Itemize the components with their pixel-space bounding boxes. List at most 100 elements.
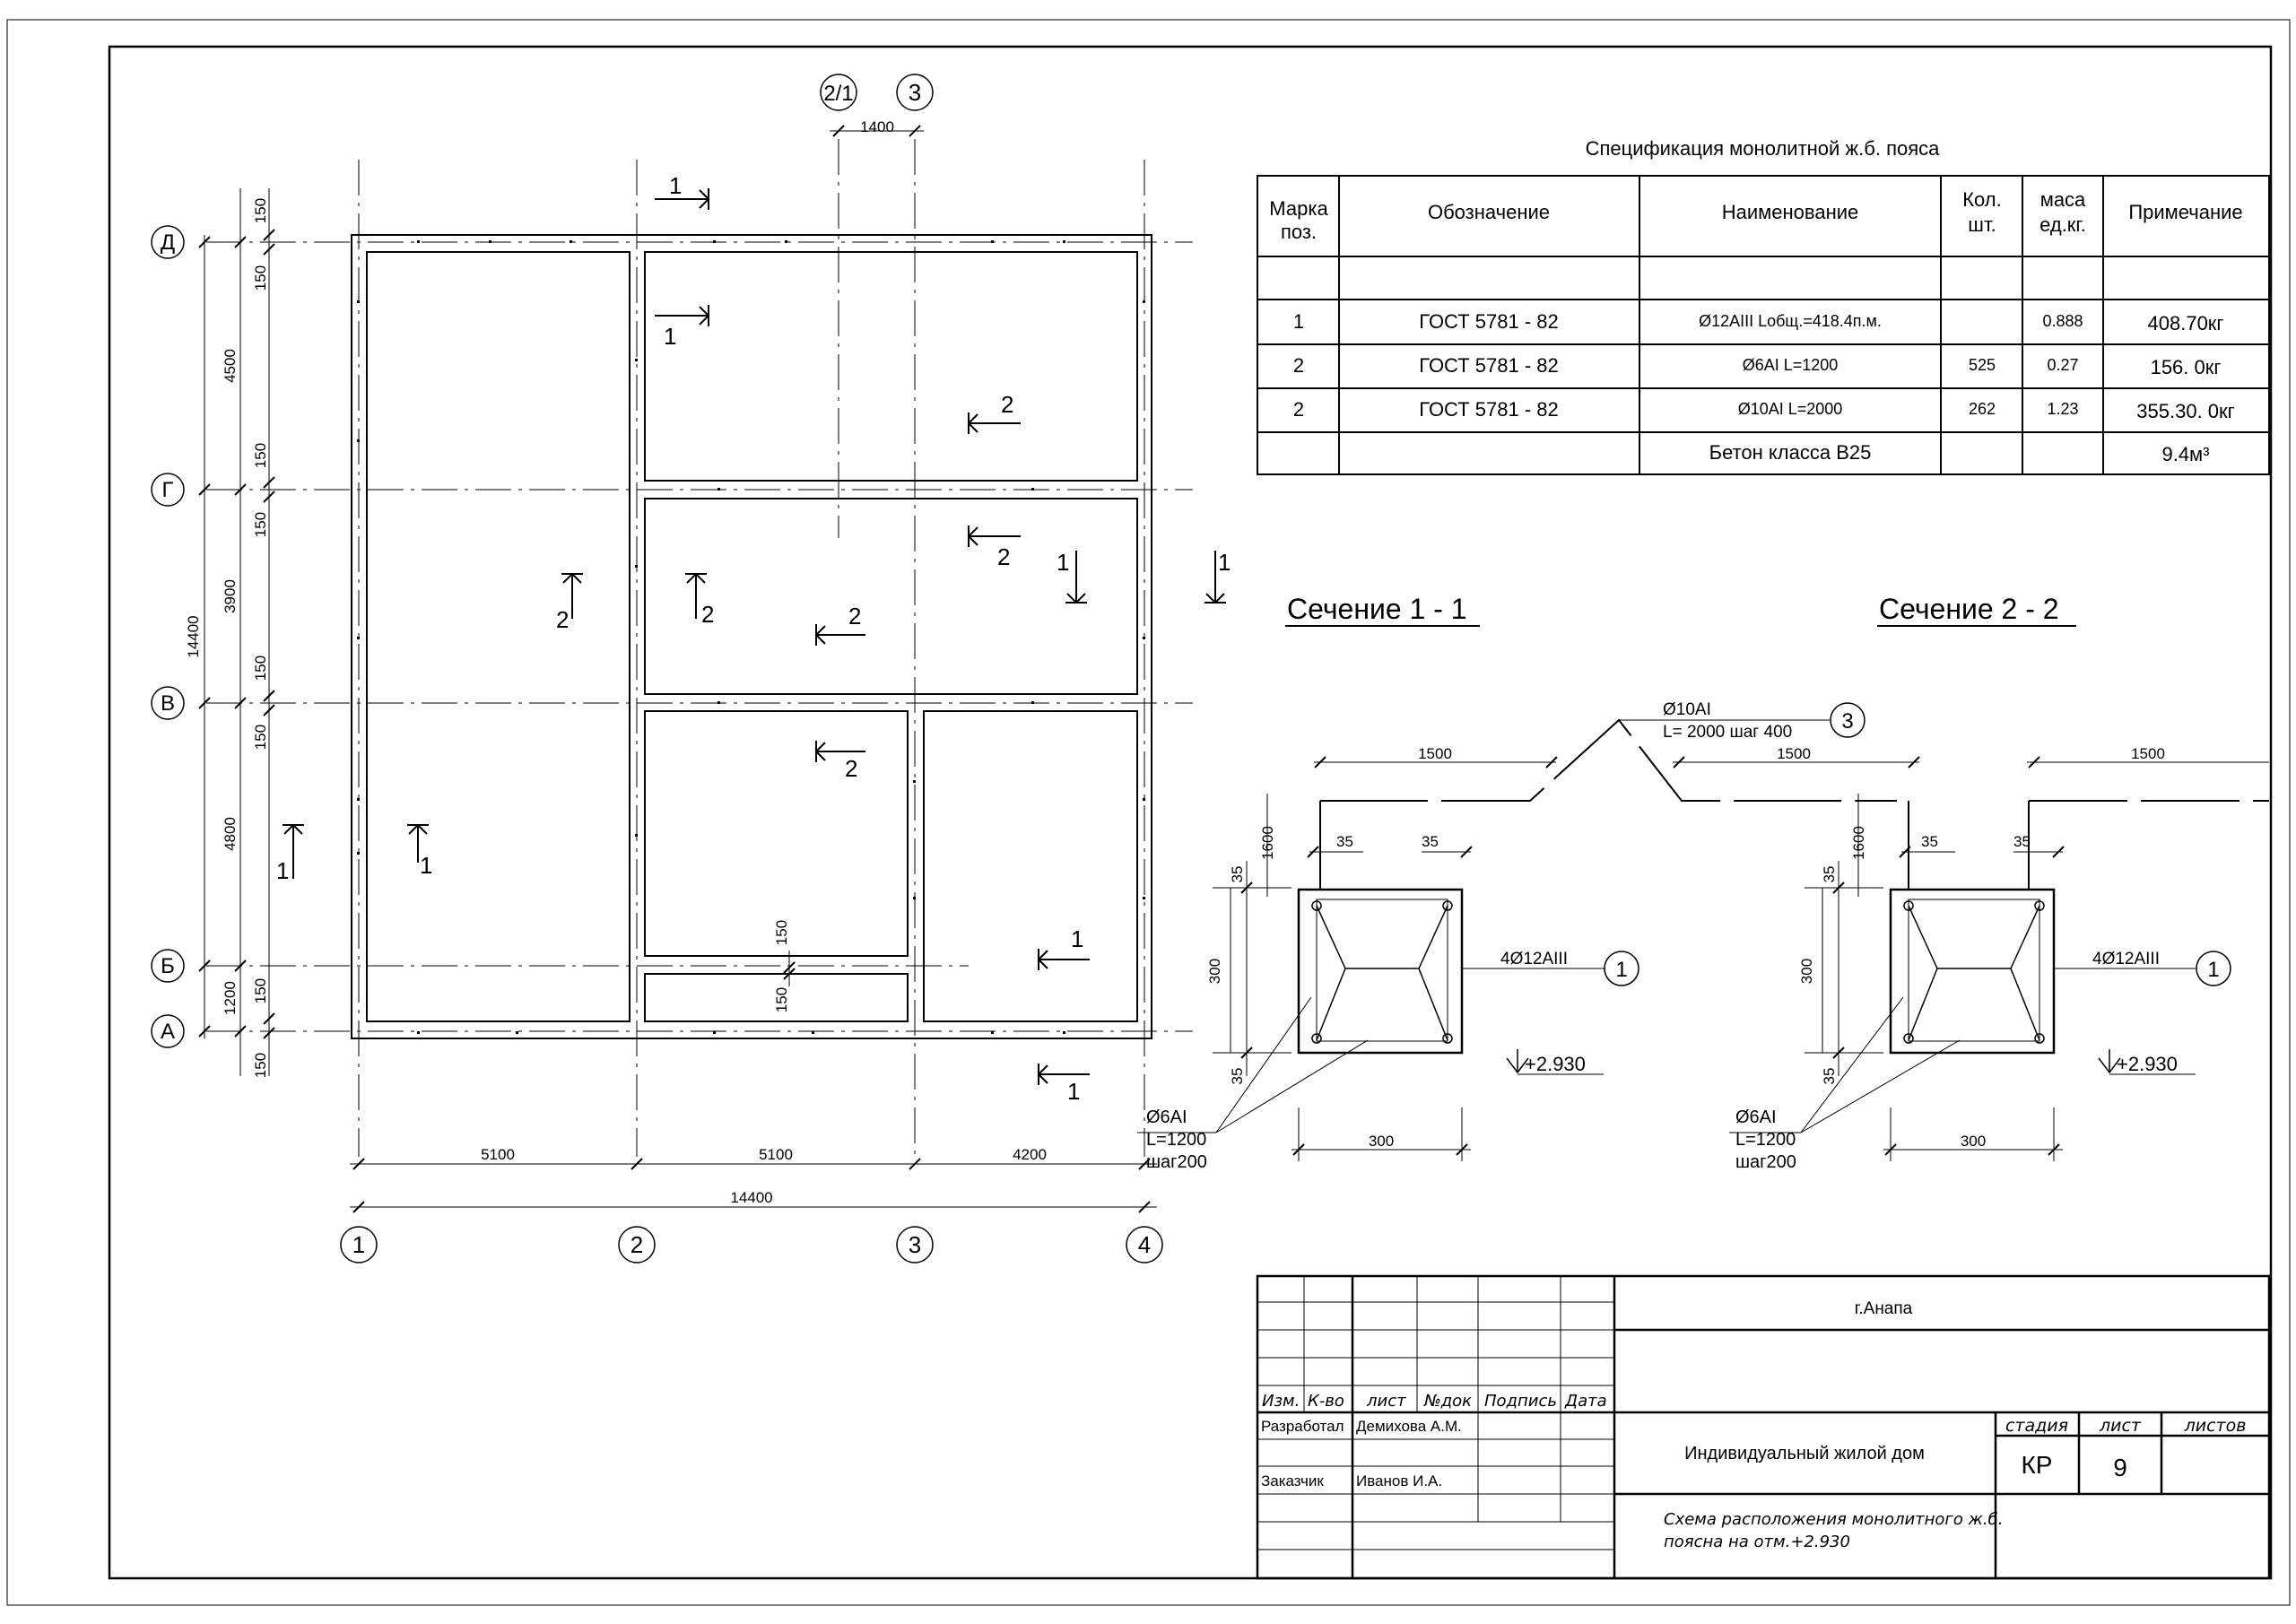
axis-label-V: В: [161, 691, 175, 716]
spec-cell: 156. 0кг: [2151, 356, 2222, 378]
dim-4500: 4500: [222, 349, 239, 383]
s2-dim-1500-a: 1500: [1777, 745, 1811, 762]
axis-label-3-top: 3: [909, 79, 921, 106]
stamp-list: 9: [2113, 1454, 2127, 1481]
stamp-col-data: Дата: [1564, 1392, 1607, 1411]
axis-label-G: Г: [162, 478, 174, 502]
s1-stirrup-2: L=1200: [1146, 1130, 1206, 1150]
spec-cell: 2: [1293, 398, 1304, 421]
axis-label-2: 2: [631, 1231, 643, 1258]
horizontal-dims: 5100 5100 4200 14400: [350, 1146, 1157, 1213]
spec-header-mass-1: маса: [2040, 188, 2086, 211]
spec-cell: Ø12AIII Lобщ.=418.4п.м.: [1699, 312, 1882, 330]
specification-table: Спецификация монолитной ж.б. пояса Марка…: [1257, 137, 2270, 475]
dim-5100-b: 5100: [759, 1146, 793, 1163]
inner-frame: [108, 45, 2273, 1580]
section-mark-1h: 1: [1218, 549, 1231, 576]
dim-1400: 1400: [830, 118, 924, 137]
spec-cell: ГОСТ 5781 - 82: [1419, 398, 1558, 421]
spec-cell: 355.30. 0кг: [2136, 400, 2234, 422]
section-mark-1f: 1: [420, 852, 432, 879]
spec-header-pos-2: поз.: [1281, 221, 1317, 243]
spec-cell: 0.27: [2047, 356, 2078, 374]
dim-3900: 3900: [222, 579, 239, 613]
spec-header-doc: Обозначение: [1428, 201, 1550, 223]
section-mark-2e: 2: [556, 606, 569, 633]
dim-150-6: 150: [252, 725, 269, 750]
stamp-list-label: лист: [2099, 1416, 2142, 1436]
spec-cell: 9.4м³: [2161, 443, 2209, 465]
belt-outer: [351, 234, 1152, 1039]
spec-header-mass-2: ед.кг.: [2039, 213, 2086, 236]
room-5: [644, 973, 909, 1022]
stamp-col-list: лист: [1366, 1392, 1406, 1411]
s2-dim-300-h: 300: [1961, 1133, 1986, 1150]
s2-dim-35-b: 35: [2013, 833, 2031, 850]
section-mark-2a: 2: [1001, 391, 1013, 418]
stamp-zakaz-label: Заказчик: [1261, 1472, 1324, 1489]
room-3: [644, 498, 1138, 695]
s1-dim-1600: 1600: [1259, 826, 1276, 860]
spec-cell: 408.70кг: [2148, 312, 2224, 334]
s2-stirrup-1: Ø6AI: [1735, 1107, 1777, 1127]
stamp-col-podpis: Подпись: [1484, 1392, 1557, 1411]
spec-cell: 525: [1969, 356, 1996, 374]
stamp-razrab-label: Разработал: [1261, 1418, 1344, 1435]
s2-rebar-pos: 1: [2207, 958, 2219, 982]
s2-dim-1600: 1600: [1850, 826, 1867, 860]
dim-150-mid2: 150: [773, 987, 790, 1012]
spec-header-qty-2: шт.: [1968, 213, 1996, 236]
spec-row-3: 2 ГОСТ 5781 - 82 Ø10AI L=2000 262 1.23 3…: [1293, 398, 2235, 422]
spec-row-1: 1 ГОСТ 5781 - 82 Ø12AIII Lобщ.=418.4п.м.…: [1293, 310, 2224, 334]
s1-dim-35-c: 35: [1229, 866, 1246, 883]
s1-dim-35-d: 35: [1229, 1068, 1246, 1085]
axis-label-4: 4: [1138, 1231, 1151, 1258]
s2-dim-300-v: 300: [1798, 959, 1815, 984]
section-mark-1b: 1: [664, 323, 676, 350]
s1-stirrup-1: Ø6AI: [1146, 1107, 1187, 1127]
stamp-col-kvo: К-во: [1308, 1392, 1344, 1411]
floor-plan: Д Г В Б А 1 2 3 4 2/1 3: [151, 74, 1231, 1264]
dim-4200: 4200: [1013, 1146, 1047, 1163]
stamp-stadiya-label: стадия: [2005, 1416, 2068, 1436]
spec-cell: 1: [1293, 310, 1304, 333]
section-arrows: [283, 188, 1226, 1085]
room-4: [644, 710, 909, 957]
s1-rebar-main: 4Ø12AIII: [1500, 950, 1568, 968]
rebar-dots: [357, 240, 1145, 1034]
section-mark-2f: 2: [701, 601, 714, 628]
s1-dim-300-h: 300: [1369, 1133, 1394, 1150]
spec-cell: 0.888: [2042, 312, 2083, 330]
section-mark-1d: 1: [1067, 1078, 1080, 1105]
title-block: Изм. К-во лист №док Подпись Дата Разрабо…: [1256, 1274, 2271, 1580]
spec-row-2: 2 ГОСТ 5781 - 82 Ø6AI L=1200 525 0.27 15…: [1293, 354, 2222, 378]
axis-bubbles-numbers: 1 2 3 4 2/1 3: [340, 74, 1163, 1264]
s1-dim-1500: 1500: [1418, 745, 1452, 762]
spec-cell: 1.23: [2047, 400, 2078, 418]
s1-stirrup-3: шаг200: [1146, 1152, 1207, 1172]
s2-dim-35-a: 35: [1921, 833, 1938, 850]
stamp-title-line1: Схема расположения монолитного ж.б.: [1664, 1510, 2003, 1529]
axis-bubbles-letters: Д Г В Б А: [151, 225, 185, 1048]
s2-rebar-main: 4Ø12AIII: [2092, 950, 2160, 968]
dim-150-3: 150: [252, 443, 269, 468]
spec-row-4: Бетон класса B25 9.4м³: [1709, 441, 2210, 465]
spec-header-name: Наименование: [1722, 201, 1859, 223]
axis-label-1: 1: [352, 1231, 365, 1258]
section-mark-1e: 1: [276, 857, 289, 884]
beam-outlines: [351, 234, 1152, 1039]
grid-axes: [206, 139, 1193, 1157]
stamp-zakaz-name: Иванов И.А.: [1356, 1472, 1442, 1489]
section-mark-1g: 1: [1057, 549, 1069, 576]
section-mark-1c: 1: [1071, 925, 1083, 952]
room-6: [923, 710, 1138, 1022]
stamp-col-ndok: №док: [1423, 1392, 1472, 1411]
stamp-stadiya: КР: [2022, 1451, 2053, 1479]
section-titles: Сечение 1 - 1 Сечение 2 - 2: [1285, 593, 2076, 627]
stamp-city: г.Анапа: [1855, 1299, 1913, 1318]
dim-150-1: 150: [252, 198, 269, 223]
dim-150-4: 150: [252, 512, 269, 537]
dim-4800: 4800: [222, 817, 239, 851]
spec-cell: 262: [1969, 400, 1996, 418]
